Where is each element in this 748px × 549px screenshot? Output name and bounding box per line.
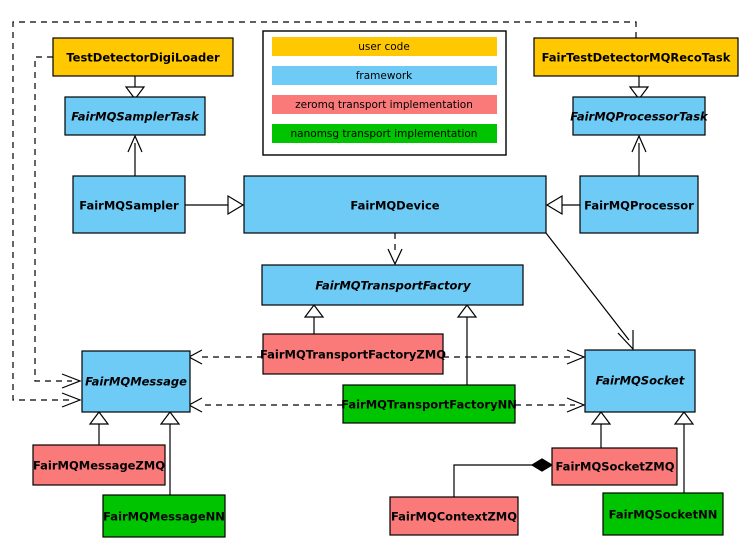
edge-digiloader-to-message: [34, 56, 72, 382]
node-label-FairMQSocket: FairMQSocket: [596, 374, 685, 388]
node-box-FairMQTransportFactoryZMQ[interactable]: [262, 333, 444, 375]
node-layer: TestDetectorDigiLoader FairTestDetectorM…: [32, 37, 739, 538]
node-box-FairMQSocket[interactable]: [584, 349, 696, 413]
node-box-FairMQProcessor[interactable]: [579, 175, 699, 234]
arrowhead-processortask-generalization: [628, 86, 650, 100]
arrowhead-sampler-samplertask: [127, 134, 143, 153]
node-FairTestDetectorMQRecoTask[interactable]: FairTestDetectorMQRecoTask: [533, 37, 739, 77]
legend-label-zeromq: zeromq transport implementation: [295, 99, 473, 111]
arrowhead-device-socket: [617, 330, 634, 351]
node-FairMQSampler[interactable]: FairMQSampler: [72, 175, 186, 234]
node-label-TestDetectorDigiLoader: TestDetectorDigiLoader: [66, 51, 220, 65]
arrowhead-tfnn-tf: [456, 304, 478, 318]
node-FairMQSocketZMQ[interactable]: FairMQSocketZMQ: [551, 447, 678, 486]
edge-device-socket: [545, 232, 630, 341]
node-TestDetectorDigiLoader[interactable]: TestDetectorDigiLoader: [52, 37, 234, 77]
node-label-FairMQSocketZMQ: FairMQSocketZMQ: [556, 460, 675, 474]
node-label-FairMQContextZMQ: FairMQContextZMQ: [391, 510, 517, 524]
node-label-FairMQMessage: FairMQMessage: [85, 375, 187, 389]
node-FairMQTransportFactoryZMQ[interactable]: FairMQTransportFactoryZMQ: [260, 333, 446, 375]
arrowhead-device-transportfactory: [387, 248, 403, 266]
node-box-FairMQContextZMQ[interactable]: [389, 496, 519, 536]
node-FairMQTransportFactoryNN[interactable]: FairMQTransportFactoryNN: [341, 384, 517, 424]
node-label-FairTestDetectorMQRecoTask: FairTestDetectorMQRecoTask: [542, 51, 731, 65]
legend-label-framework: framework: [356, 70, 413, 82]
legend-item-user-code: user code: [272, 37, 497, 56]
node-box-FairMQDevice[interactable]: [243, 175, 547, 234]
arrowhead-tfzmq-socket: [566, 349, 586, 365]
node-box-FairMQMessageZMQ[interactable]: [32, 444, 166, 486]
node-FairMQMessageNN[interactable]: FairMQMessageNN: [102, 494, 226, 538]
node-box-FairMQMessageNN[interactable]: [102, 494, 226, 538]
legend-swatch-nanomsg: [272, 124, 497, 143]
arrowhead-messagenn-message: [159, 411, 181, 425]
node-FairMQSocketNN[interactable]: FairMQSocketNN: [602, 492, 724, 536]
legend-swatch-zeromq: [272, 95, 497, 114]
legend-item-nanomsg: nanomsg transport implementation: [272, 124, 497, 143]
arrowhead-recotask-message: [61, 392, 82, 408]
node-FairMQSocket[interactable]: FairMQSocket: [584, 349, 696, 413]
legend-item-framework: framework: [272, 66, 497, 85]
arrowhead-tfnn-message: [187, 397, 203, 413]
legend: user code framework zeromq transport imp…: [262, 30, 507, 156]
node-label-FairMQMessageNN: FairMQMessageNN: [103, 510, 225, 524]
node-box-FairMQSampler[interactable]: [72, 175, 186, 234]
node-label-FairMQTransportFactoryZMQ: FairMQTransportFactoryZMQ: [260, 348, 446, 362]
node-box-FairTestDetectorMQRecoTask[interactable]: [533, 37, 739, 77]
legend-item-zeromq: zeromq transport implementation: [272, 95, 497, 114]
node-label-FairMQDevice: FairMQDevice: [350, 199, 439, 213]
node-box-FairMQTransportFactoryNN[interactable]: [342, 384, 516, 424]
arrowhead-messagezmq-message: [88, 411, 110, 425]
node-FairMQMessage[interactable]: FairMQMessage: [81, 350, 191, 413]
arrowhead-tfzmq-tf: [303, 304, 325, 318]
node-label-FairMQTransportFactory: FairMQTransportFactory: [315, 279, 471, 293]
node-FairMQTransportFactory[interactable]: FairMQTransportFactory: [261, 264, 524, 306]
node-label-FairMQSocketNN: FairMQSocketNN: [609, 508, 718, 522]
arrowhead-digiloader-message: [61, 373, 82, 389]
legend-label-user-code: user code: [358, 41, 410, 53]
node-FairMQDevice[interactable]: FairMQDevice: [243, 175, 547, 234]
node-FairMQProcessorTask[interactable]: FairMQProcessorTask: [570, 96, 709, 136]
arrowhead-samplertask-generalization: [124, 86, 146, 100]
node-box-TestDetectorDigiLoader[interactable]: [52, 37, 234, 77]
node-box-FairMQProcessorTask[interactable]: [572, 96, 706, 136]
arrowhead-sampler-device: [227, 194, 245, 216]
node-box-FairMQSocketNN[interactable]: [602, 492, 724, 536]
node-box-FairMQSamplerTask[interactable]: [64, 96, 206, 136]
node-label-FairMQSamplerTask: FairMQSamplerTask: [71, 110, 200, 124]
node-box-FairMQSocketZMQ[interactable]: [551, 447, 678, 486]
node-box-FairMQTransportFactory[interactable]: [261, 264, 524, 306]
composition-diamond-icon: [530, 458, 554, 472]
arrowhead-tfnn-socket: [566, 397, 586, 413]
node-label-FairMQProcessor: FairMQProcessor: [584, 199, 694, 213]
node-label-FairMQMessageZMQ: FairMQMessageZMQ: [33, 459, 165, 473]
node-FairMQSamplerTask[interactable]: FairMQSamplerTask: [64, 96, 206, 136]
edge-recotask-to-message: [12, 21, 637, 401]
edge-layer: [12, 21, 695, 497]
arrowhead-tfzmq-message: [187, 349, 203, 365]
legend-label-nanomsg: nanomsg transport implementation: [291, 128, 478, 140]
node-box-FairMQMessage[interactable]: [81, 350, 191, 413]
arrowhead-socketzmq-socket: [590, 411, 612, 425]
node-FairMQMessageZMQ[interactable]: FairMQMessageZMQ: [32, 444, 166, 486]
arrowhead-processor-processortask: [631, 134, 647, 153]
node-label-FairMQTransportFactoryNN: FairMQTransportFactoryNN: [341, 398, 517, 412]
arrowhead-socketnn-socket: [673, 411, 695, 425]
legend-swatch-framework: [272, 66, 497, 85]
node-label-FairMQProcessorTask: FairMQProcessorTask: [570, 110, 709, 124]
legend-swatch-user-code: [272, 37, 497, 56]
node-label-FairMQSampler: FairMQSampler: [79, 199, 179, 213]
node-FairMQProcessor[interactable]: FairMQProcessor: [579, 175, 699, 234]
node-FairMQContextZMQ[interactable]: FairMQContextZMQ: [389, 496, 519, 536]
edge-contextzmq-socketzmq: [453, 464, 532, 497]
arrowhead-processor-device: [545, 194, 563, 216]
